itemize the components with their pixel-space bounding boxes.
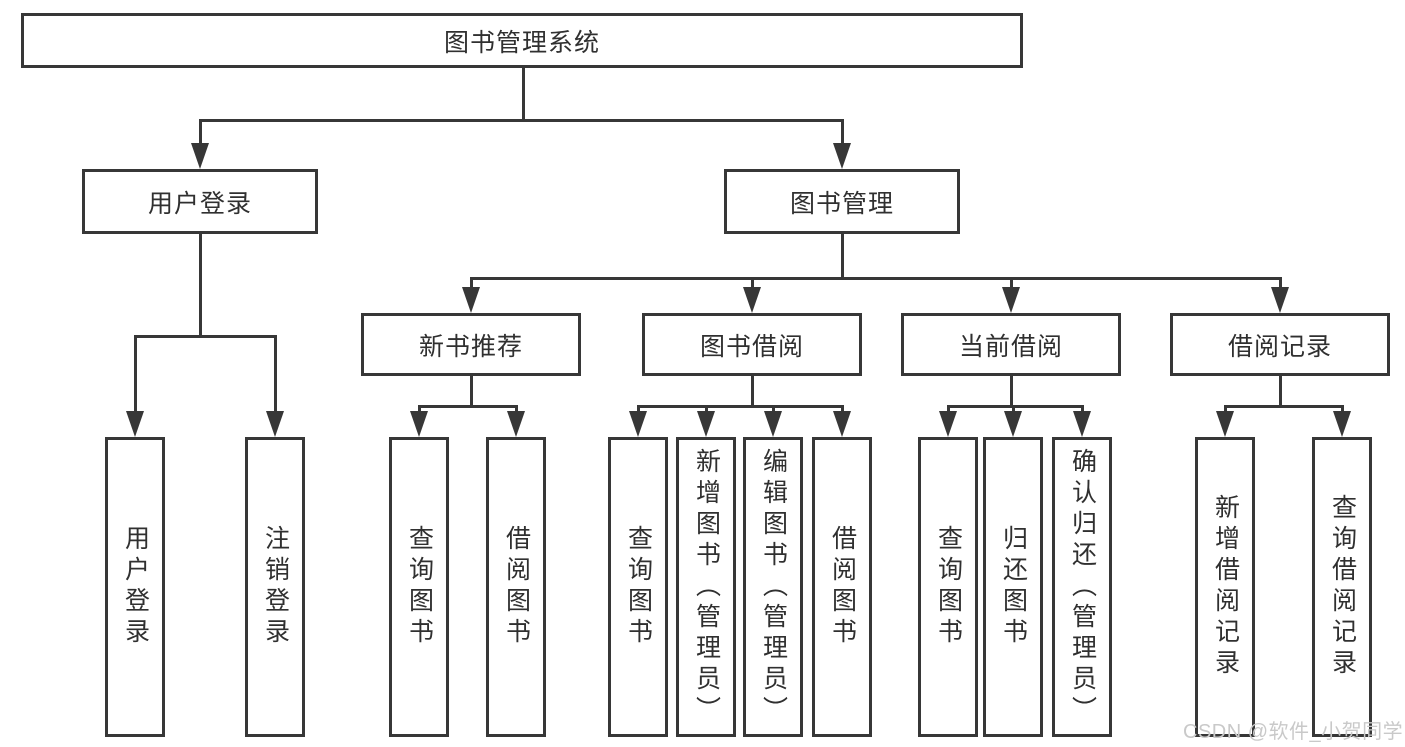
node-book-borrowing: 图书借阅 (642, 313, 862, 376)
connector-line (198, 119, 202, 150)
connector-line (1009, 374, 1013, 408)
connector-arrow (1271, 287, 1289, 313)
connector-line (1009, 277, 1013, 293)
leaf-query-borrow-record: 查询借阅记录 (1312, 437, 1372, 737)
node-current-borrowing-label: 当前借阅 (958, 332, 1063, 361)
connector-arrow (1333, 411, 1351, 437)
leaf-add-borrow-record-label: 新增借阅记录 (1211, 494, 1240, 680)
leaf-query-borrow-record-label: 查询借阅记录 (1328, 494, 1357, 680)
connector-line (840, 119, 844, 150)
node-book-management-label: 图书管理 (789, 189, 894, 218)
connector-arrow (697, 411, 715, 437)
node-borrow-records-label: 借阅记录 (1227, 332, 1332, 361)
node-book-borrowing-label: 图书借阅 (699, 332, 804, 361)
leaf-logout: 注销登录 (245, 437, 305, 737)
connector-line (198, 119, 844, 122)
connector-line (840, 232, 844, 280)
connector-line (1223, 405, 1344, 408)
connector-line (946, 405, 1084, 408)
leaf-user-login: 用户登录 (105, 437, 165, 737)
node-user-login: 用户登录 (82, 169, 318, 234)
connector-line (133, 335, 137, 415)
leaf-borrow-books-label: 借阅图书 (828, 525, 857, 649)
watermark: CSDN @软件_小贺同学 (1183, 721, 1404, 743)
connector-line (1278, 374, 1282, 408)
connector-arrow (743, 287, 761, 313)
leaf-logout-label: 注销登录 (261, 525, 290, 649)
connector-arrow (410, 411, 428, 437)
connector-arrow (833, 143, 851, 169)
connector-line (750, 374, 754, 408)
connector-arrow (126, 411, 144, 437)
node-book-management: 图书管理 (724, 169, 960, 234)
leaf-return-books: 归还图书 (983, 437, 1043, 737)
node-new-book-recommend-label: 新书推荐 (418, 332, 523, 361)
connector-arrow (833, 411, 851, 437)
node-borrow-records: 借阅记录 (1170, 313, 1390, 376)
node-current-borrowing: 当前借阅 (901, 313, 1121, 376)
leaf-edit-books-admin: 编辑图书（管理员） (743, 437, 803, 737)
connector-line (417, 405, 518, 408)
node-library-system-label: 图书管理系统 (443, 28, 600, 57)
leaf-add-books-admin-label: 新增图书（管理员） (692, 447, 721, 727)
connector-arrow (266, 411, 284, 437)
leaf-borrow-books-recommend: 借阅图书 (486, 437, 546, 737)
leaf-query-books-recommend: 查询图书 (389, 437, 449, 737)
connector-arrow (939, 411, 957, 437)
leaf-add-books-admin: 新增图书（管理员） (676, 437, 736, 737)
connector-line (469, 277, 1282, 280)
connector-line (133, 335, 277, 338)
connector-arrow (1073, 411, 1091, 437)
leaf-borrow-books: 借阅图书 (812, 437, 872, 737)
leaf-query-books-borrow: 查询图书 (608, 437, 668, 737)
connector-arrow (1216, 411, 1234, 437)
leaf-confirm-return-admin-label: 确认归还（管理员） (1068, 447, 1097, 727)
connector-arrow (507, 411, 525, 437)
leaf-return-books-label: 归还图书 (999, 525, 1028, 649)
connector-arrow (1004, 411, 1022, 437)
connector-line (469, 277, 473, 293)
leaf-query-books-current-label: 查询图书 (934, 525, 963, 649)
leaf-confirm-return-admin: 确认归还（管理员） (1052, 437, 1112, 737)
leaf-borrow-books-recommend-label: 借阅图书 (502, 525, 531, 649)
connector-line (521, 66, 525, 121)
leaf-query-books-borrow-label: 查询图书 (624, 525, 653, 649)
leaf-query-books-current: 查询图书 (918, 437, 978, 737)
connector-line (273, 335, 277, 415)
leaf-query-books-recommend-label: 查询图书 (405, 525, 434, 649)
connector-arrow (764, 411, 782, 437)
node-user-login-label: 用户登录 (147, 189, 252, 218)
connector-arrow (1002, 287, 1020, 313)
connector-line (636, 405, 844, 408)
connector-line (198, 232, 202, 338)
leaf-user-login-label: 用户登录 (121, 525, 150, 649)
connector-arrow (191, 143, 209, 169)
connector-line (469, 374, 473, 408)
node-library-system: 图书管理系统 (21, 13, 1023, 68)
connector-line (1278, 277, 1282, 293)
leaf-edit-books-admin-label: 编辑图书（管理员） (759, 447, 788, 727)
node-new-book-recommend: 新书推荐 (361, 313, 581, 376)
connector-arrow (629, 411, 647, 437)
connector-line (750, 277, 754, 293)
leaf-add-borrow-record: 新增借阅记录 (1195, 437, 1255, 737)
connector-arrow (462, 287, 480, 313)
